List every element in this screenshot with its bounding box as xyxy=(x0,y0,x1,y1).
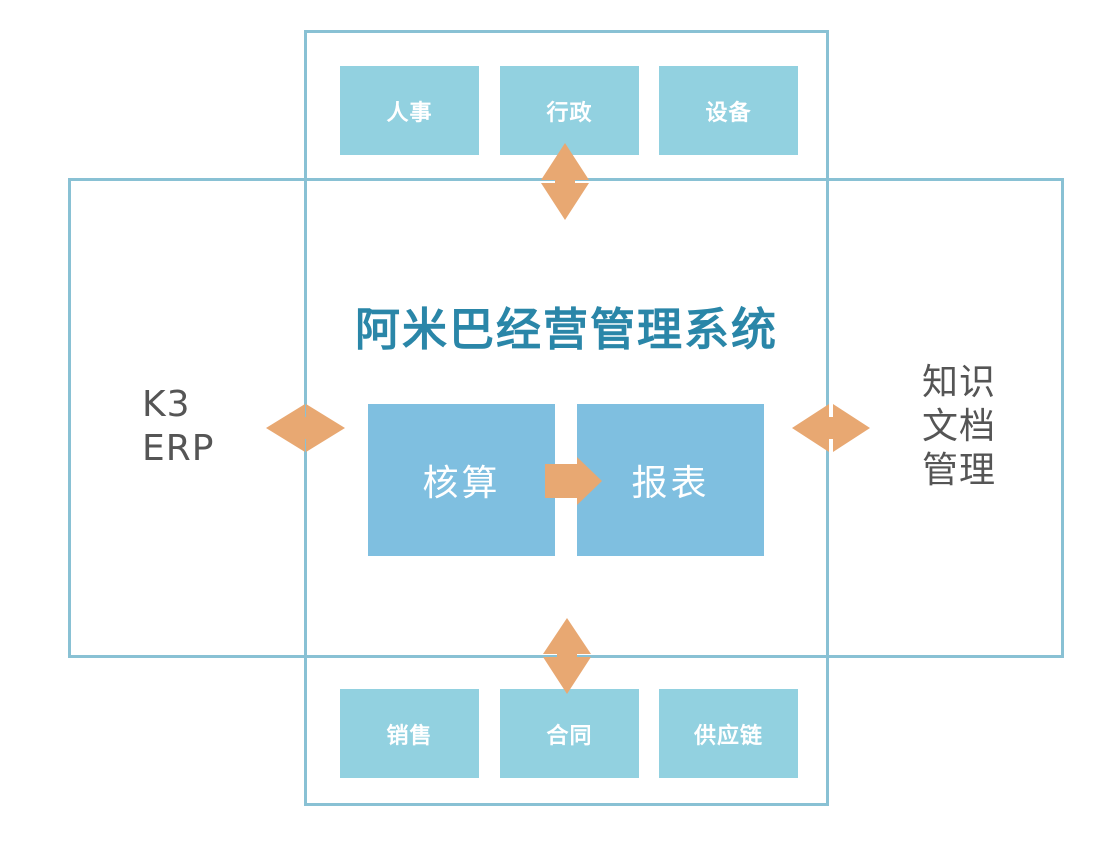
right-system-line: 管理 xyxy=(922,450,997,491)
department-contract: 合同 xyxy=(500,689,639,778)
module-reports: 报表 xyxy=(577,404,764,556)
left-system-line: ERP xyxy=(142,428,215,469)
right-system-line: 知识 xyxy=(922,362,997,403)
left-system-line: K3 xyxy=(142,384,191,425)
right-system-label: 知识 文档 管理 xyxy=(922,361,996,493)
department-hr: 人事 xyxy=(340,66,479,155)
department-admin: 行政 xyxy=(500,66,639,155)
department-equipment: 设备 xyxy=(659,66,798,155)
system-title: 阿米巴经营管理系统 xyxy=(354,303,778,356)
left-system-label: K3 ERP xyxy=(142,383,214,471)
department-sales: 销售 xyxy=(340,689,479,778)
department-supply-chain: 供应链 xyxy=(659,689,798,778)
right-system-line: 文档 xyxy=(922,406,997,447)
module-accounting: 核算 xyxy=(368,404,555,556)
